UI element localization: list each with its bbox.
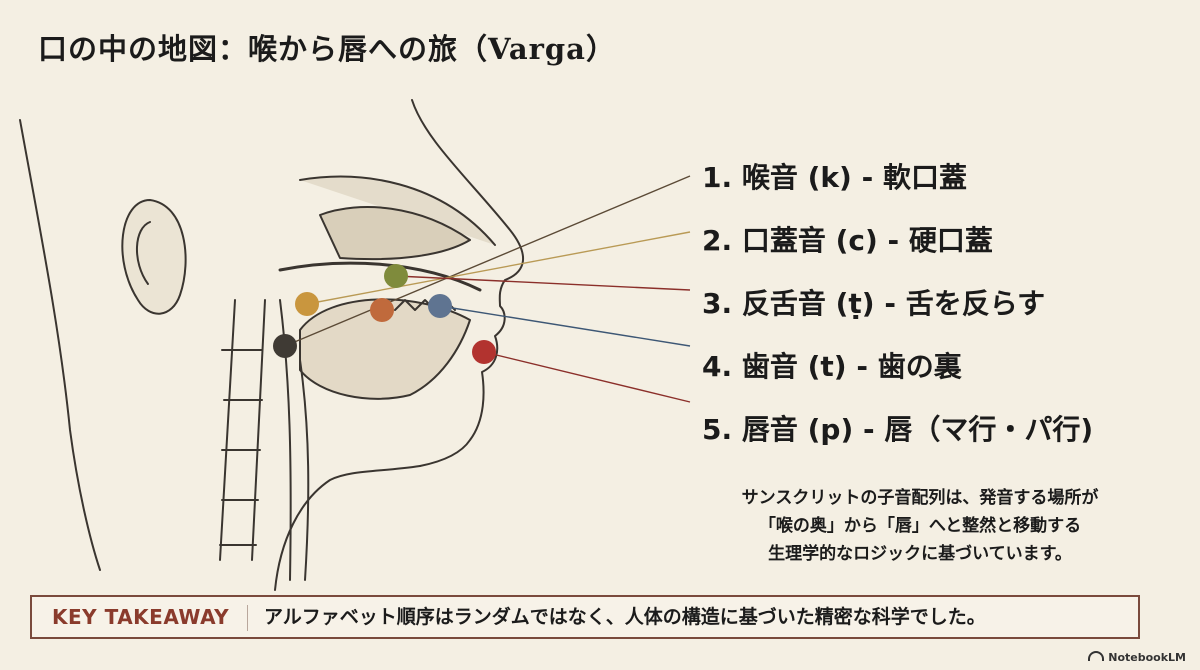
label-dental: 4. 歯音 (t) - 歯の裏 — [702, 350, 962, 383]
page-title: 口の中の地図：喉から唇への旅（Varga） — [38, 32, 616, 66]
dot-extra — [428, 294, 452, 318]
connector-line-5 — [483, 351, 691, 403]
dot-velar — [273, 334, 297, 358]
summary-line: サンスクリットの子音配列は、発音する場所が — [741, 488, 1099, 508]
brand-name: NotebookLM — [1108, 651, 1186, 664]
key-takeaway-text: アルファベット順序はランダムではなく、人体の構造に基づいた精密な科学でした。 — [264, 606, 986, 628]
notebooklm-watermark: NotebookLM — [1088, 651, 1186, 664]
summary-text: サンスクリットの子音配列は、発音する場所が 「喉の奥」から「唇」へと整然と移動す… — [640, 484, 1200, 568]
dot-palatal — [295, 292, 319, 316]
articulation-label-list: 1. 喉音 (k) - 軟口蓋 2. 口蓋音 (c) - 硬口蓋 3. 反舌音 … — [702, 150, 1093, 465]
key-takeaway-box: KEY TAKEAWAY アルファベット順序はランダムではなく、人体の構造に基づ… — [30, 595, 1140, 639]
connector-line-2 — [306, 231, 691, 305]
summary-line: 「喉の奥」から「唇」へと整然と移動する — [758, 516, 1082, 536]
summary-line: 生理学的なロジックに基づいています。 — [768, 544, 1072, 564]
label-labial: 5. 唇音 (p) - 唇（マ行・パ行) — [702, 413, 1094, 446]
connector-line-1 — [284, 175, 691, 347]
key-takeaway-label: KEY TAKEAWAY — [52, 605, 230, 629]
label-retroflex: 3. 反舌音 (ṭ) - 舌を反らす — [702, 287, 1046, 320]
dot-dental — [370, 298, 394, 322]
dot-retroflex — [384, 264, 408, 288]
label-velar: 1. 喉音 (k) - 軟口蓋 — [702, 161, 967, 194]
divider — [247, 605, 248, 631]
connector-line-3 — [395, 275, 691, 291]
label-palatal: 2. 口蓋音 (c) - 硬口蓋 — [702, 224, 993, 257]
dot-labial — [472, 340, 496, 364]
notebooklm-logo-icon — [1088, 651, 1105, 661]
connector-line-4 — [439, 305, 691, 347]
